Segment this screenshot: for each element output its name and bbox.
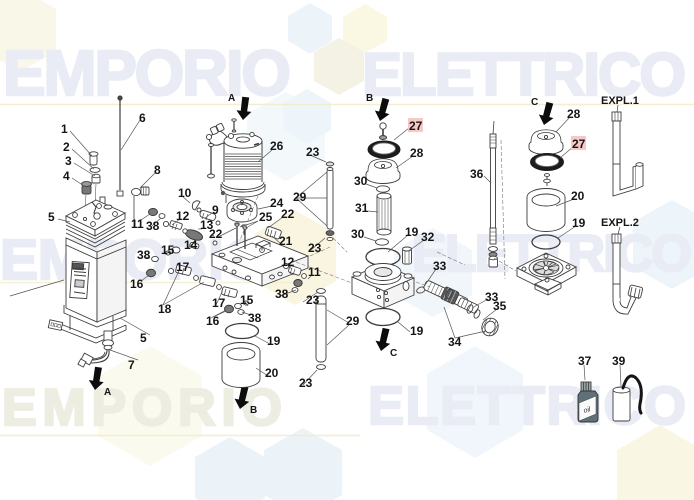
svg-text:3: 3 — [65, 154, 72, 168]
svg-text:28: 28 — [567, 107, 581, 121]
svg-text:35: 35 — [493, 299, 507, 313]
svg-text:36: 36 — [470, 167, 484, 181]
svg-text:9: 9 — [212, 203, 219, 217]
svg-text:C: C — [390, 348, 397, 359]
svg-text:C: C — [531, 97, 538, 108]
svg-text:26: 26 — [270, 139, 284, 153]
svg-text:15: 15 — [240, 293, 254, 307]
svg-text:39: 39 — [612, 354, 626, 368]
svg-text:5: 5 — [140, 331, 147, 345]
svg-text:22: 22 — [281, 207, 295, 221]
svg-text:EXPL.1: EXPL.1 — [601, 95, 639, 107]
svg-text:23: 23 — [306, 293, 320, 307]
svg-text:1: 1 — [61, 122, 68, 136]
svg-text:20: 20 — [571, 189, 585, 203]
svg-text:37: 37 — [578, 354, 592, 368]
svg-text:30: 30 — [351, 227, 365, 241]
svg-text:ELETTRICO: ELETTRICO — [368, 376, 686, 436]
svg-text:38: 38 — [275, 287, 289, 301]
svg-text:15: 15 — [161, 243, 175, 257]
svg-text:17: 17 — [176, 260, 190, 274]
svg-text:23: 23 — [308, 241, 322, 255]
svg-text:11: 11 — [131, 217, 144, 231]
svg-text:18: 18 — [158, 302, 172, 316]
svg-text:30: 30 — [354, 174, 368, 188]
svg-text:6: 6 — [139, 111, 146, 125]
svg-text:4: 4 — [63, 169, 70, 183]
svg-text:21: 21 — [279, 234, 293, 248]
svg-text:8: 8 — [154, 163, 161, 177]
svg-text:34: 34 — [448, 335, 462, 349]
svg-text:14: 14 — [184, 238, 198, 252]
svg-text:31: 31 — [355, 201, 369, 215]
svg-text:13: 13 — [200, 218, 214, 232]
svg-text:12: 12 — [281, 255, 295, 269]
svg-text:5: 5 — [48, 210, 55, 224]
svg-text:oil: oil — [583, 406, 592, 415]
svg-text:EXPL.2: EXPL.2 — [601, 217, 639, 229]
svg-text:32: 32 — [421, 230, 435, 244]
svg-text:23: 23 — [299, 376, 313, 390]
svg-text:ELETTRICO: ELETTRICO — [362, 41, 686, 108]
svg-text:12: 12 — [176, 209, 190, 223]
svg-text:17: 17 — [212, 296, 226, 310]
svg-text:38: 38 — [248, 311, 262, 325]
svg-text:29: 29 — [346, 314, 360, 328]
svg-text:23: 23 — [306, 145, 320, 159]
svg-text:B: B — [250, 405, 257, 416]
svg-text:11: 11 — [308, 265, 321, 279]
svg-text:19: 19 — [572, 216, 586, 230]
svg-text:16: 16 — [206, 314, 220, 328]
svg-text:A: A — [228, 93, 235, 104]
svg-text:19: 19 — [410, 324, 424, 338]
svg-text:19: 19 — [405, 225, 419, 239]
svg-text:20: 20 — [265, 366, 279, 380]
svg-text:A: A — [104, 387, 111, 398]
svg-text:16: 16 — [130, 277, 144, 291]
svg-text:24: 24 — [270, 196, 284, 210]
svg-text:29: 29 — [293, 190, 307, 204]
svg-text:38: 38 — [146, 219, 160, 233]
svg-text:27: 27 — [409, 119, 423, 133]
svg-text:25: 25 — [259, 210, 273, 224]
svg-text:33: 33 — [485, 290, 499, 304]
svg-text:27: 27 — [572, 137, 586, 151]
svg-text:33: 33 — [433, 259, 447, 273]
svg-text:2: 2 — [63, 140, 70, 154]
svg-text:10: 10 — [178, 186, 192, 200]
svg-text:B: B — [366, 93, 373, 104]
svg-text:22: 22 — [209, 227, 223, 241]
svg-text:7: 7 — [128, 358, 135, 372]
svg-text:28: 28 — [410, 146, 424, 160]
svg-text:19: 19 — [267, 334, 281, 348]
svg-text:38: 38 — [137, 248, 151, 262]
